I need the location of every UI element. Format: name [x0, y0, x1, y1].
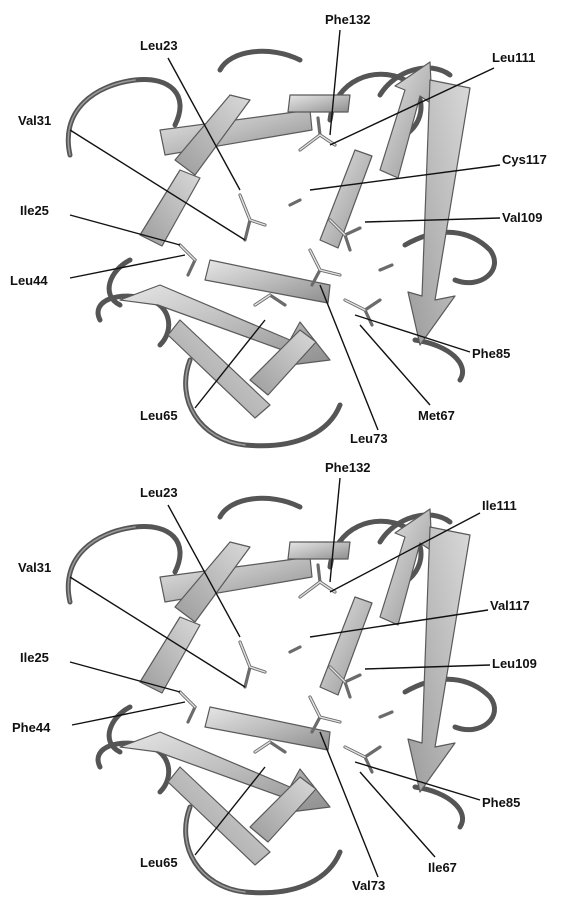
label-top-cys117: Cys117 [502, 152, 547, 167]
label-bottom-val117: Val117 [490, 598, 530, 613]
label-bottom-val73: Val73 [352, 878, 385, 893]
leader-top-phe132 [330, 30, 340, 135]
panel-bottom: Phe132 Leu23 Ile111 Val31 Val117 Ile25 L… [12, 460, 537, 893]
protein-ribbon-bottom [68, 498, 494, 892]
leader-top-phe85 [355, 315, 470, 352]
label-bottom-leu109: Leu109 [492, 656, 537, 671]
label-top-val109: Val109 [502, 210, 543, 225]
label-top-val31: Val31 [18, 113, 51, 128]
label-bottom-ile67: Ile67 [428, 860, 457, 875]
label-top-ile25: Ile25 [20, 203, 49, 218]
label-bottom-val31: Val31 [18, 560, 51, 575]
label-bottom-ile111: Ile111 [482, 498, 517, 513]
label-bottom-phe85: Phe85 [482, 795, 520, 810]
label-top-leu44: Leu44 [10, 273, 48, 288]
label-top-phe85: Phe85 [472, 346, 510, 361]
label-top-leu111: Leu111 [492, 50, 535, 65]
protein-ribbon-top [68, 51, 494, 445]
label-top-phe132: Phe132 [325, 12, 371, 27]
label-top-leu23: Leu23 [140, 38, 178, 53]
leader-top-leu44 [70, 255, 185, 278]
label-top-met67: Met67 [418, 408, 455, 423]
leader-top-cys117 [310, 165, 500, 190]
label-top-leu73: Leu73 [350, 431, 388, 446]
label-bottom-leu23: Leu23 [140, 485, 178, 500]
panel-top: Phe132 Leu23 Leu111 Val31 Cys117 Ile25 V… [10, 12, 547, 446]
label-bottom-leu65: Leu65 [140, 855, 178, 870]
label-bottom-phe132: Phe132 [325, 460, 371, 475]
label-top-leu65: Leu65 [140, 408, 178, 423]
leader-bottom-phe132 [330, 478, 340, 582]
label-bottom-ile25: Ile25 [20, 650, 49, 665]
label-bottom-phe44: Phe44 [12, 720, 51, 735]
